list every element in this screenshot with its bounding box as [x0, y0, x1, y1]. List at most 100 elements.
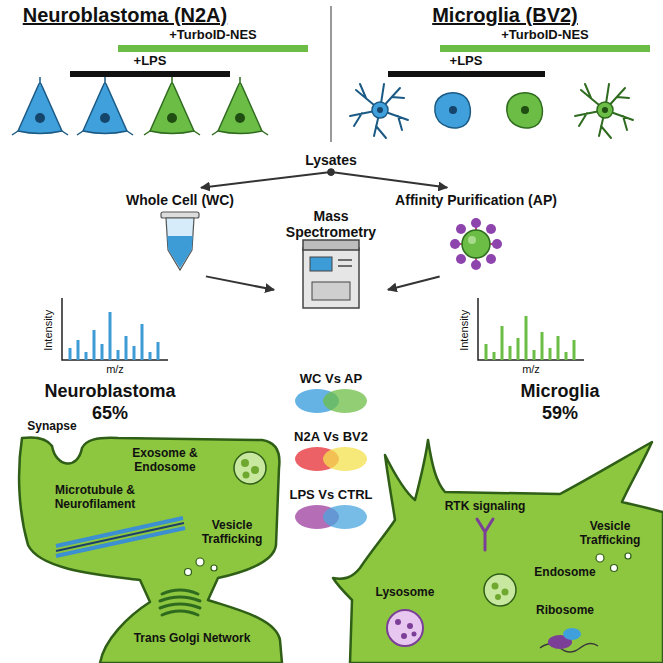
- neuron-illustration: [251, 466, 259, 474]
- bead-icon: [471, 218, 481, 228]
- bv2-ramified-cell: [372, 102, 388, 118]
- panel-heading: Neuroblastoma (N2A): [23, 4, 227, 27]
- n2a-cell: [35, 113, 45, 123]
- microglia-illustration: [387, 610, 423, 646]
- n2a-cell: [12, 77, 68, 135]
- neuron-cell-border: [19, 437, 282, 663]
- bv2-ramified-cell: [350, 84, 408, 138]
- structure-label: Exosome & Endosome: [118, 447, 213, 475]
- microglia-cell-border: [333, 440, 663, 663]
- neuron-cell: Exosome & EndosomeMicrotubule & Neurofil…: [10, 430, 285, 663]
- tube-icon: [166, 218, 194, 270]
- result-heading: Microglia: [520, 381, 599, 402]
- neuron-illustration: [243, 472, 250, 479]
- bv2-amoeboid-cell: [435, 93, 471, 128]
- comparison-label: LPS Vs CTRL: [289, 488, 372, 503]
- mass-spec-node: Mass Spectrometry: [277, 204, 385, 312]
- treatment-label: +TurboID-NES: [501, 28, 589, 43]
- bv2-amoeboid-cell: [507, 93, 543, 128]
- venn-diagram: [323, 447, 367, 471]
- microglia-illustration: [407, 623, 413, 629]
- venn-diagram: [323, 505, 367, 529]
- microglia-illustration: [333, 440, 663, 663]
- neuron-illustration: [234, 452, 266, 484]
- venn-diagram: [295, 505, 367, 529]
- n2a-cell: [167, 113, 177, 123]
- microglia-illustration: [395, 619, 401, 625]
- step-label: Affinity Purification (AP): [394, 192, 558, 208]
- microglia-illustration: [477, 519, 493, 550]
- structure-label: Vesicle Trafficking: [574, 520, 646, 548]
- tube-icon: [161, 212, 199, 218]
- treatment-bar: [70, 45, 650, 77]
- neuron-illustration: [19, 437, 282, 663]
- spectrum-chart: [62, 298, 168, 360]
- bv2-ramified-cell: [350, 84, 408, 138]
- bead-icon: [468, 236, 476, 244]
- bead-icon: [456, 224, 466, 234]
- structure-label: Vesicle Trafficking: [194, 519, 270, 547]
- bv2-ramified-cell: [575, 84, 633, 138]
- neuron-illustration: [211, 565, 217, 571]
- mass-spectrometer-icon: [338, 265, 352, 267]
- venn-diagram: [323, 389, 367, 413]
- microglia-illustration: [502, 589, 509, 596]
- n2a-cell: [77, 77, 133, 135]
- neuron-illustration: [185, 569, 192, 576]
- mass-spectrometer-icon: [303, 240, 359, 308]
- sample-node: Lysates: [300, 148, 362, 172]
- bv2-amoeboid-cell: [507, 93, 543, 128]
- treatment-bar: [388, 71, 545, 77]
- bv2-amoeboid-cell: [521, 106, 529, 114]
- n2a-cell: [218, 83, 262, 134]
- tube-icon: [167, 236, 193, 268]
- flow-arrow: [206, 276, 274, 289]
- neuron-illustration: [241, 459, 249, 467]
- n2a-cell: [83, 83, 127, 134]
- spectrum-chart: [70, 312, 158, 360]
- bead-icon: [471, 260, 481, 270]
- affinity-node: Affinity Purification (AP): [390, 188, 562, 276]
- divider-line: [330, 6, 332, 142]
- microglia-illustration: [625, 553, 631, 559]
- bead-icon: [462, 230, 490, 258]
- comparison-label: WC Vs AP: [300, 372, 362, 387]
- neuron-illustration: [19, 437, 282, 663]
- n2a-cell: [212, 77, 268, 135]
- microglia-cell: RTK signalingVesicle TraffickingEndosome…: [330, 430, 663, 663]
- bv2-amoeboid-cell: [435, 93, 471, 128]
- microglia-illustration: [412, 632, 417, 637]
- microglia-illustration: [333, 440, 663, 663]
- axis-label: m/z: [106, 363, 124, 376]
- n2a-cell: [77, 77, 133, 135]
- flow-arrow: [331, 172, 447, 188]
- microglia-illustration: [563, 628, 581, 640]
- tube-icon: [161, 212, 199, 270]
- structure-label: Endosome: [525, 566, 605, 580]
- neuron-illustration: [160, 590, 200, 615]
- neuron-illustration: [56, 528, 185, 556]
- comparison-label: N2A Vs BV2: [294, 430, 368, 445]
- n2a-cell: [144, 77, 200, 135]
- treatment-bar: [70, 71, 230, 77]
- bead-icon: [450, 218, 502, 270]
- axis-label: Intensity: [42, 310, 55, 351]
- treatment-label: +TurboID-NES: [169, 28, 257, 43]
- structure-label: Synapse: [27, 420, 76, 434]
- axis-label: Intensity: [458, 310, 471, 351]
- step-label: Whole Cell (WC): [124, 192, 236, 208]
- neuron-illustration: [56, 523, 184, 551]
- percentage-value: 65%: [92, 403, 128, 424]
- neuron-illustration: [196, 558, 204, 566]
- spectrum-chart: [486, 316, 574, 360]
- axis-label: m/z: [522, 363, 540, 376]
- panel-heading: Microglia (BV2): [432, 4, 578, 27]
- microglia-illustration: [495, 594, 501, 600]
- structure-label: Microtubule & Neurofilament: [43, 484, 148, 512]
- bead-icon: [486, 254, 496, 264]
- bv2-ramified-cell: [602, 107, 608, 113]
- step-label: Lysates: [304, 152, 358, 168]
- percentage-value: 59%: [542, 403, 578, 424]
